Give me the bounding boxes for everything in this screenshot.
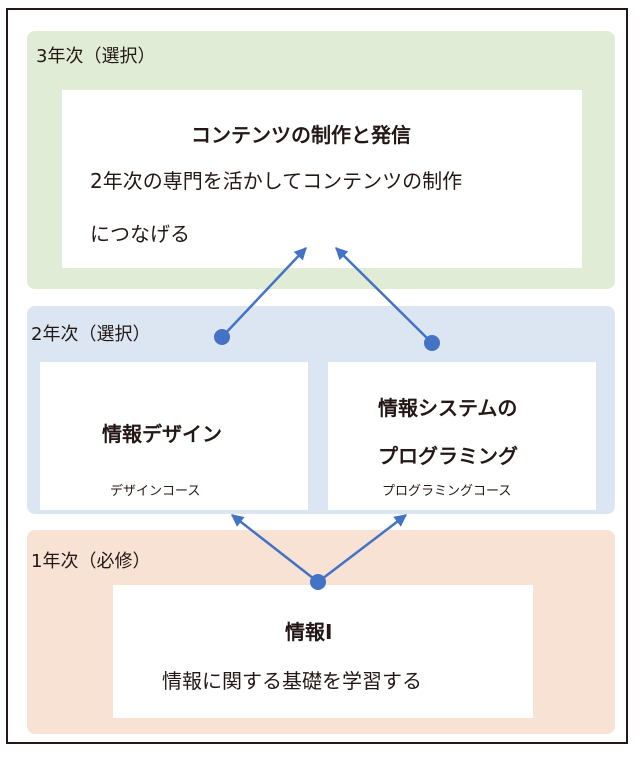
programming-course-title-line1: 情報システムの [378,396,518,420]
first-year-label: 1年次（必修） [31,551,151,572]
programming-course-box [328,362,596,510]
programming-course-subtitle: プログラミングコース [382,484,512,499]
design-arrow-origin-dot [214,329,230,345]
design-course-subtitle: デザインコース [110,484,201,499]
programming-course-title-line2: プログラミング [378,444,518,468]
third-year-desc-line2: につなげる [90,222,190,246]
first-year-desc: 情報に関する基礎を学習する [162,669,422,693]
first-year-title: 情報Ⅰ [285,620,333,644]
first-year-arrow-origin-dot [310,574,326,590]
third-year-box [62,90,582,268]
arrow-design-to-third [221,247,307,338]
design-course-box [40,362,308,510]
third-year-label: 3年次（選択） [36,46,156,67]
arrow-programming-to-third [335,247,433,344]
arrow-first-to-design [231,514,319,583]
third-year-title: コンテンツの制作と発信 [191,123,411,147]
arrow-first-to-programming [317,514,407,583]
first-year-box [113,585,533,718]
programming-arrow-origin-dot [424,335,440,351]
second-year-label: 2年次（選択） [31,324,151,345]
third-year-desc-line1: 2年次の専門を活かしてコンテンツの制作 [90,169,463,193]
design-course-title: 情報デザイン [102,422,222,446]
